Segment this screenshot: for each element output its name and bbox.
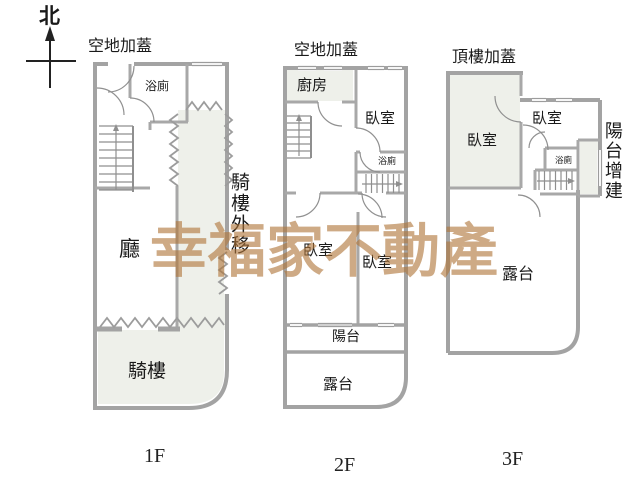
floor3-annotation: 頂樓加蓋 (452, 49, 517, 66)
floor3-label: 3F (502, 448, 524, 470)
floor1-stairs (99, 124, 134, 192)
floor3-bathroom-label: 浴廁 (555, 155, 573, 165)
floor1-arcade-shift-area (178, 110, 225, 330)
floor2-bathroom-label: 浴廁 (378, 156, 397, 166)
floor3-windows (532, 97, 603, 186)
floor2-mid-stairs (362, 174, 403, 193)
floor2-label: 2F (334, 454, 356, 476)
floor2-balcony-label: 陽台 (332, 330, 360, 345)
floor1-arcade-shift-label: 騎樓外移 (227, 172, 249, 256)
floor2-annotation: 空地加蓋 (294, 42, 359, 59)
floor2-doors (295, 101, 387, 219)
compass-north-label: 北 (39, 4, 60, 28)
floor2-left-stairs (287, 114, 312, 159)
floor2-bedroom-right-label: 臥室 (362, 255, 393, 271)
floor3-balcony-extension-label: 陽台增建 (602, 121, 623, 201)
watermark-text: 幸福家不動產 (150, 219, 499, 284)
floor3-doors (494, 95, 549, 218)
floor3-plan (446, 71, 603, 355)
floor3-terrace-label: 露台 (502, 266, 535, 283)
floor3-balcony-extension-area (580, 140, 598, 194)
floor1-arcade-label: 騎樓 (128, 361, 167, 382)
floor1-doors (96, 65, 155, 123)
compass-icon (26, 26, 76, 88)
floor2-bedroom-top-label: 臥室 (365, 111, 396, 127)
floor2-kitchen-area (287, 70, 353, 101)
floor1-open-edge-zigzags (99, 100, 234, 329)
floor1-windows (192, 61, 222, 67)
floor3-bedroom-right-label: 臥室 (532, 111, 563, 127)
floor2-terrace-label: 露台 (323, 377, 354, 393)
floor2-windows (298, 65, 402, 71)
floor1-bathroom-label: 浴廁 (145, 79, 170, 93)
floor1-living-room-label: 廳 (119, 237, 140, 261)
floor2-plan (283, 65, 408, 409)
floor1-label: 1F (144, 445, 166, 467)
floor3-bedroom-area (450, 75, 520, 187)
floor3-stairs (537, 171, 575, 190)
floor2-bedroom-left-label: 臥室 (303, 243, 334, 259)
floor1-plan (93, 61, 234, 410)
floor2-kitchen-label: 廚房 (297, 78, 328, 94)
floor3-bedroom-left-label: 臥室 (467, 133, 498, 149)
floor1-arcade-area (98, 330, 224, 404)
floor2-balcony-windows (290, 322, 394, 328)
floor1-annotation: 空地加蓋 (88, 38, 153, 55)
